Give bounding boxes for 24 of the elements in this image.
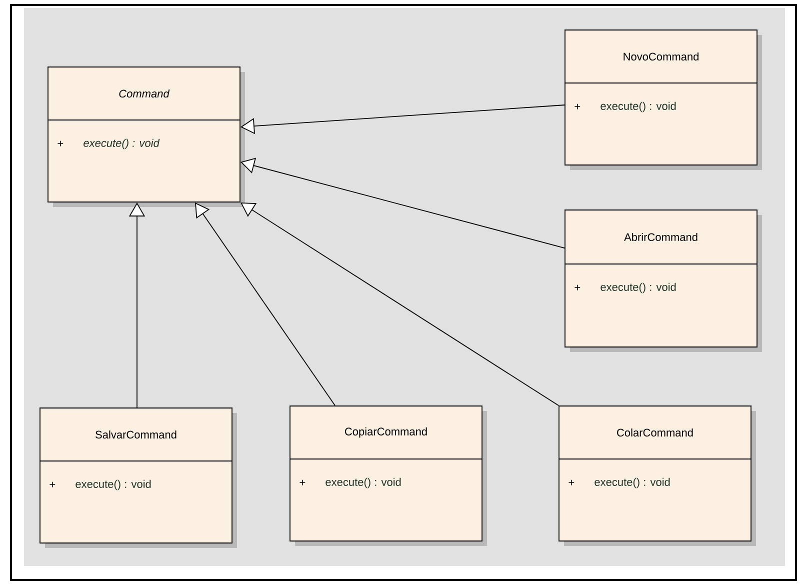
class-box — [290, 406, 487, 546]
class-name: Command — [119, 89, 170, 98]
class-box — [40, 408, 237, 548]
class-name: SalvarCommand — [96, 430, 176, 439]
visibility-symbol: + — [568, 480, 574, 486]
method-signature: execute() : void — [326, 478, 401, 488]
class-name: AbrirCommand — [624, 232, 698, 242]
class-name: CopiarCommand — [345, 427, 427, 438]
visibility-symbol: + — [574, 284, 580, 290]
method-signature: execute() : void — [594, 478, 670, 488]
method-signature: execute() : void — [600, 102, 676, 112]
method-signature: execute() : void — [76, 480, 151, 490]
visibility-symbol: + — [58, 140, 64, 146]
class-name: ColarCommand — [617, 428, 693, 437]
class-box — [564, 30, 762, 170]
method-signature: execute() : void — [84, 138, 160, 150]
class-name: NovoCommand — [624, 52, 698, 61]
class-box — [564, 210, 762, 352]
method-signature: execute() : void — [600, 282, 676, 294]
visibility-symbol: + — [50, 482, 56, 488]
visibility-symbol: + — [574, 104, 580, 110]
class-box — [558, 406, 756, 546]
visibility-symbol: + — [300, 480, 306, 486]
class-box — [48, 66, 245, 207]
